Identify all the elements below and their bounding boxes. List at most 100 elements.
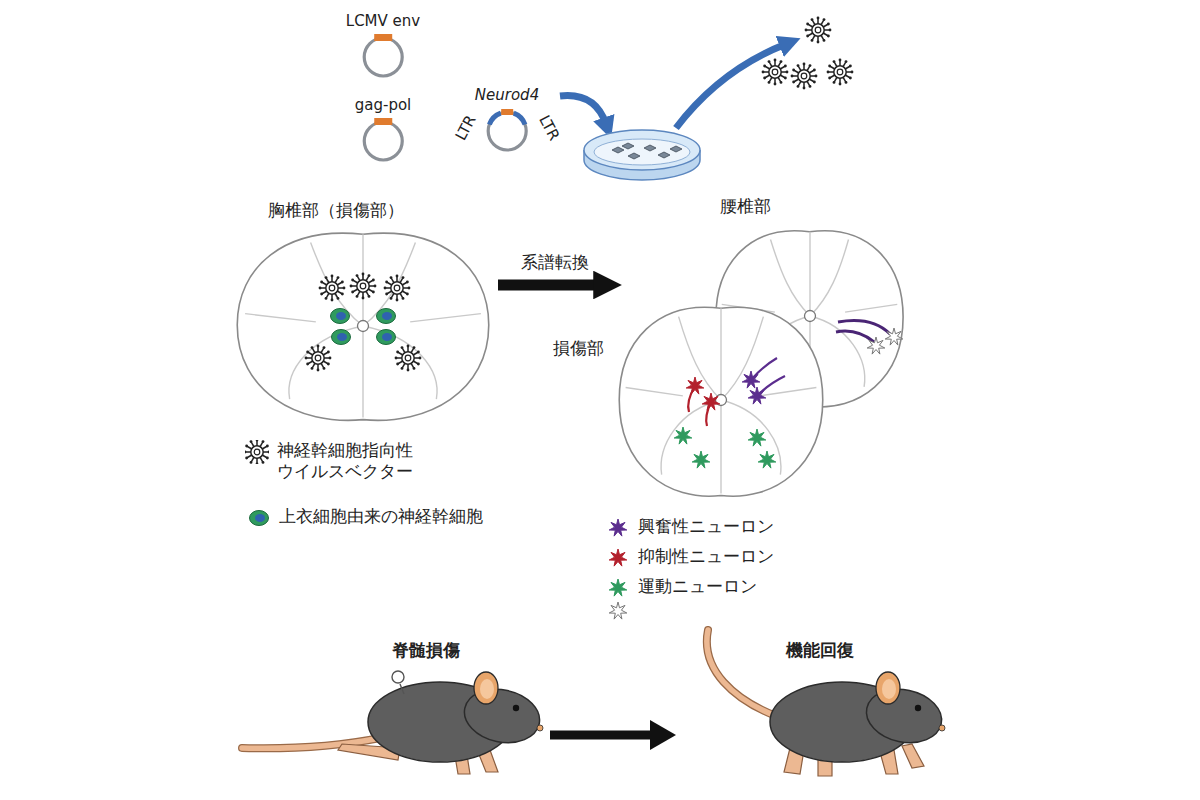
ltr-label: LTR (452, 112, 481, 144)
mouse-nose (537, 725, 543, 731)
virus-spike-tip (817, 17, 820, 20)
virus-spike-tip (406, 293, 409, 296)
gene-insert (374, 118, 392, 125)
virus-spike-tip (317, 369, 320, 372)
virus-spike-tip (362, 297, 365, 300)
cell-nucleus (337, 333, 347, 341)
virus-spike-tip (351, 279, 354, 282)
virus-spike-tip (762, 71, 765, 74)
virus-spike-tip (396, 351, 399, 354)
gene-insert (374, 34, 392, 41)
virus-spike-tip (417, 351, 420, 354)
virus-spike-tip (817, 41, 820, 44)
virus-spike-tip (792, 69, 795, 72)
grey-matter-line (363, 326, 437, 399)
state-label: 機能回復 (786, 640, 854, 661)
virus-spike-tip (823, 18, 826, 21)
legend-text: 運動ニューロン (638, 576, 757, 597)
virus-capsid (834, 66, 846, 78)
neuron-soma (742, 371, 760, 388)
virus-spike-tip (374, 285, 377, 288)
virus-spike-tip (337, 297, 340, 300)
virus-spike-tip (329, 357, 332, 360)
virus-spike-tip (350, 285, 353, 288)
projecting-axon (836, 331, 874, 342)
legend-icon (606, 546, 630, 570)
virus-spike-tip (245, 457, 248, 460)
virus-spike-tip (839, 83, 842, 86)
plasmid-label: gag-pol (355, 96, 412, 115)
grey-matter-line (661, 400, 721, 475)
virus-spike-tip (407, 345, 410, 348)
legend-icon (247, 506, 271, 530)
cell-nucleus (382, 312, 392, 320)
virus-spike-tip (337, 276, 340, 279)
mouse-nose (939, 725, 945, 731)
virus-spike-tip (780, 81, 783, 84)
virus-spike-tip (401, 367, 404, 370)
virus-spike-tip (327, 351, 330, 354)
virus-spike-tip (245, 451, 246, 454)
virus-spike-tip (763, 65, 766, 68)
virus-particle (805, 17, 832, 44)
text-holder: 胸椎部（損傷部） (268, 200, 404, 221)
virus-spike-tip (268, 451, 269, 454)
virus-spike-tip (384, 287, 387, 290)
virus-spike-tip (368, 295, 371, 298)
legend-entry: 神経幹細胞指向性ウイルスベクター (245, 440, 388, 483)
virus-particle (384, 275, 411, 302)
grey-matter-line (362, 234, 363, 320)
state-label: 脊髄損傷 (392, 640, 460, 661)
virus-spike-tip (245, 445, 248, 448)
virus-particle (350, 273, 377, 300)
virus-spike-tip (805, 29, 808, 32)
grey-matter-line (759, 388, 816, 396)
cultured-cell (670, 146, 682, 152)
grey-matter-line (626, 388, 683, 396)
neuron-soma (748, 429, 766, 446)
text-holder: LCMV env (346, 12, 420, 31)
virus-spike-tip (311, 367, 314, 370)
virus-particle (245, 440, 269, 464)
virus-spike-tip (803, 63, 806, 66)
virus-particle (791, 63, 818, 90)
neuron-soma (748, 387, 766, 404)
virus-spike-tip (256, 463, 259, 464)
neuron-soma (758, 451, 776, 468)
mouse-ear (876, 672, 900, 704)
injury-pointer (400, 684, 404, 694)
spinal-cord-outline (237, 233, 489, 420)
virus-spike-tip (803, 87, 806, 90)
virus-spike-tip (811, 18, 814, 21)
virus-capsid (402, 352, 414, 364)
cell-nucleus (255, 514, 265, 522)
virus-spike-tip (845, 60, 848, 63)
grey-matter-line (410, 314, 481, 322)
virus-spike-tip (768, 60, 771, 63)
dish-rim (584, 130, 700, 170)
edge-label: 系譜転換 (518, 252, 592, 273)
cultured-cell (658, 152, 670, 158)
spinal-cord-section: 胸椎部（損傷部） (232, 200, 494, 432)
plasmid-shape (343, 33, 423, 81)
spinal-cord-section: 損傷部 (615, 276, 827, 508)
virus-capsid (391, 282, 403, 294)
virus-spike-tip (827, 35, 830, 38)
virus-core (405, 355, 411, 361)
grey-matter-line (720, 308, 721, 394)
text-holder: LTR (535, 112, 564, 144)
virus-spike-tip (833, 81, 836, 84)
virus-spike-tip (806, 23, 809, 26)
virus-capsid (812, 24, 824, 36)
mouse-figure (242, 672, 545, 774)
text-holder: 脊髄損傷 (392, 640, 460, 661)
text-holder: 損傷部 (553, 338, 604, 359)
grey-matter-line (810, 240, 849, 316)
virus-core (837, 69, 843, 75)
mouse-eye (915, 705, 921, 711)
lineage-arrow (498, 280, 599, 291)
virus-spike-tip (401, 346, 404, 349)
virus-spike-tip (356, 295, 359, 298)
virus-spike-tip (317, 345, 320, 348)
